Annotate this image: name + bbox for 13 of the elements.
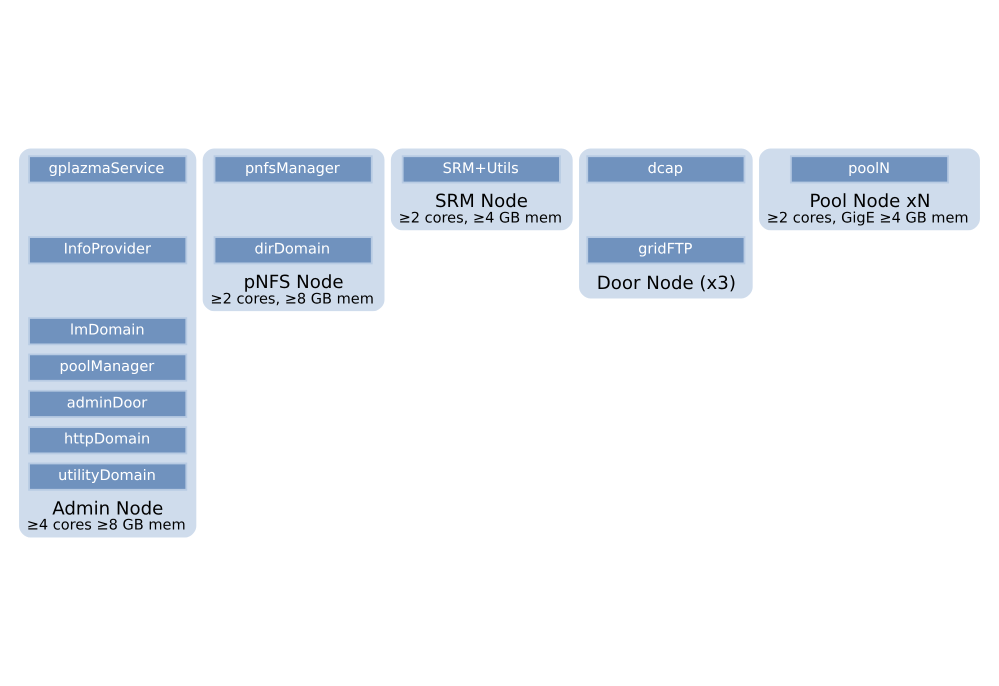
node-box: gridFTP (586, 236, 746, 264)
node-box: gplazmaService (28, 155, 188, 184)
node-box: SRM+Utils (402, 155, 561, 184)
node-box: adminDoor (28, 390, 188, 418)
node-box: InfoProvider (28, 236, 188, 264)
node-box: poolManager (28, 353, 188, 382)
node-box: lmDomain (28, 317, 188, 346)
node-box: httpDomain (28, 426, 188, 454)
node-box: utilityDomain (28, 462, 188, 491)
node-box: poolN (790, 155, 950, 184)
node-box: dcap (586, 155, 746, 184)
node-box: pnfsManager (214, 155, 373, 184)
node-box: dirDomain (214, 236, 373, 264)
